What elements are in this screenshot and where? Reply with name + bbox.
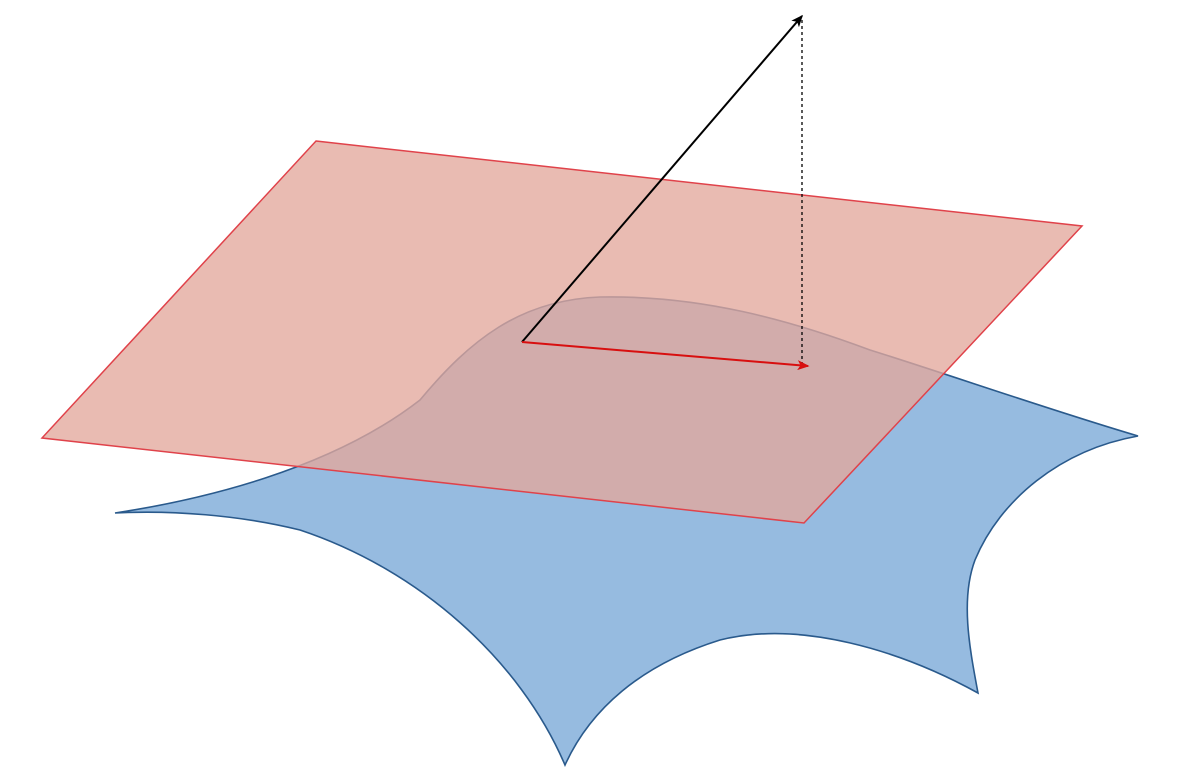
tangent-plane [40, 140, 1084, 524]
projected-vector-arrow [521, 341, 810, 371]
vector-arrow [521, 14, 803, 343]
